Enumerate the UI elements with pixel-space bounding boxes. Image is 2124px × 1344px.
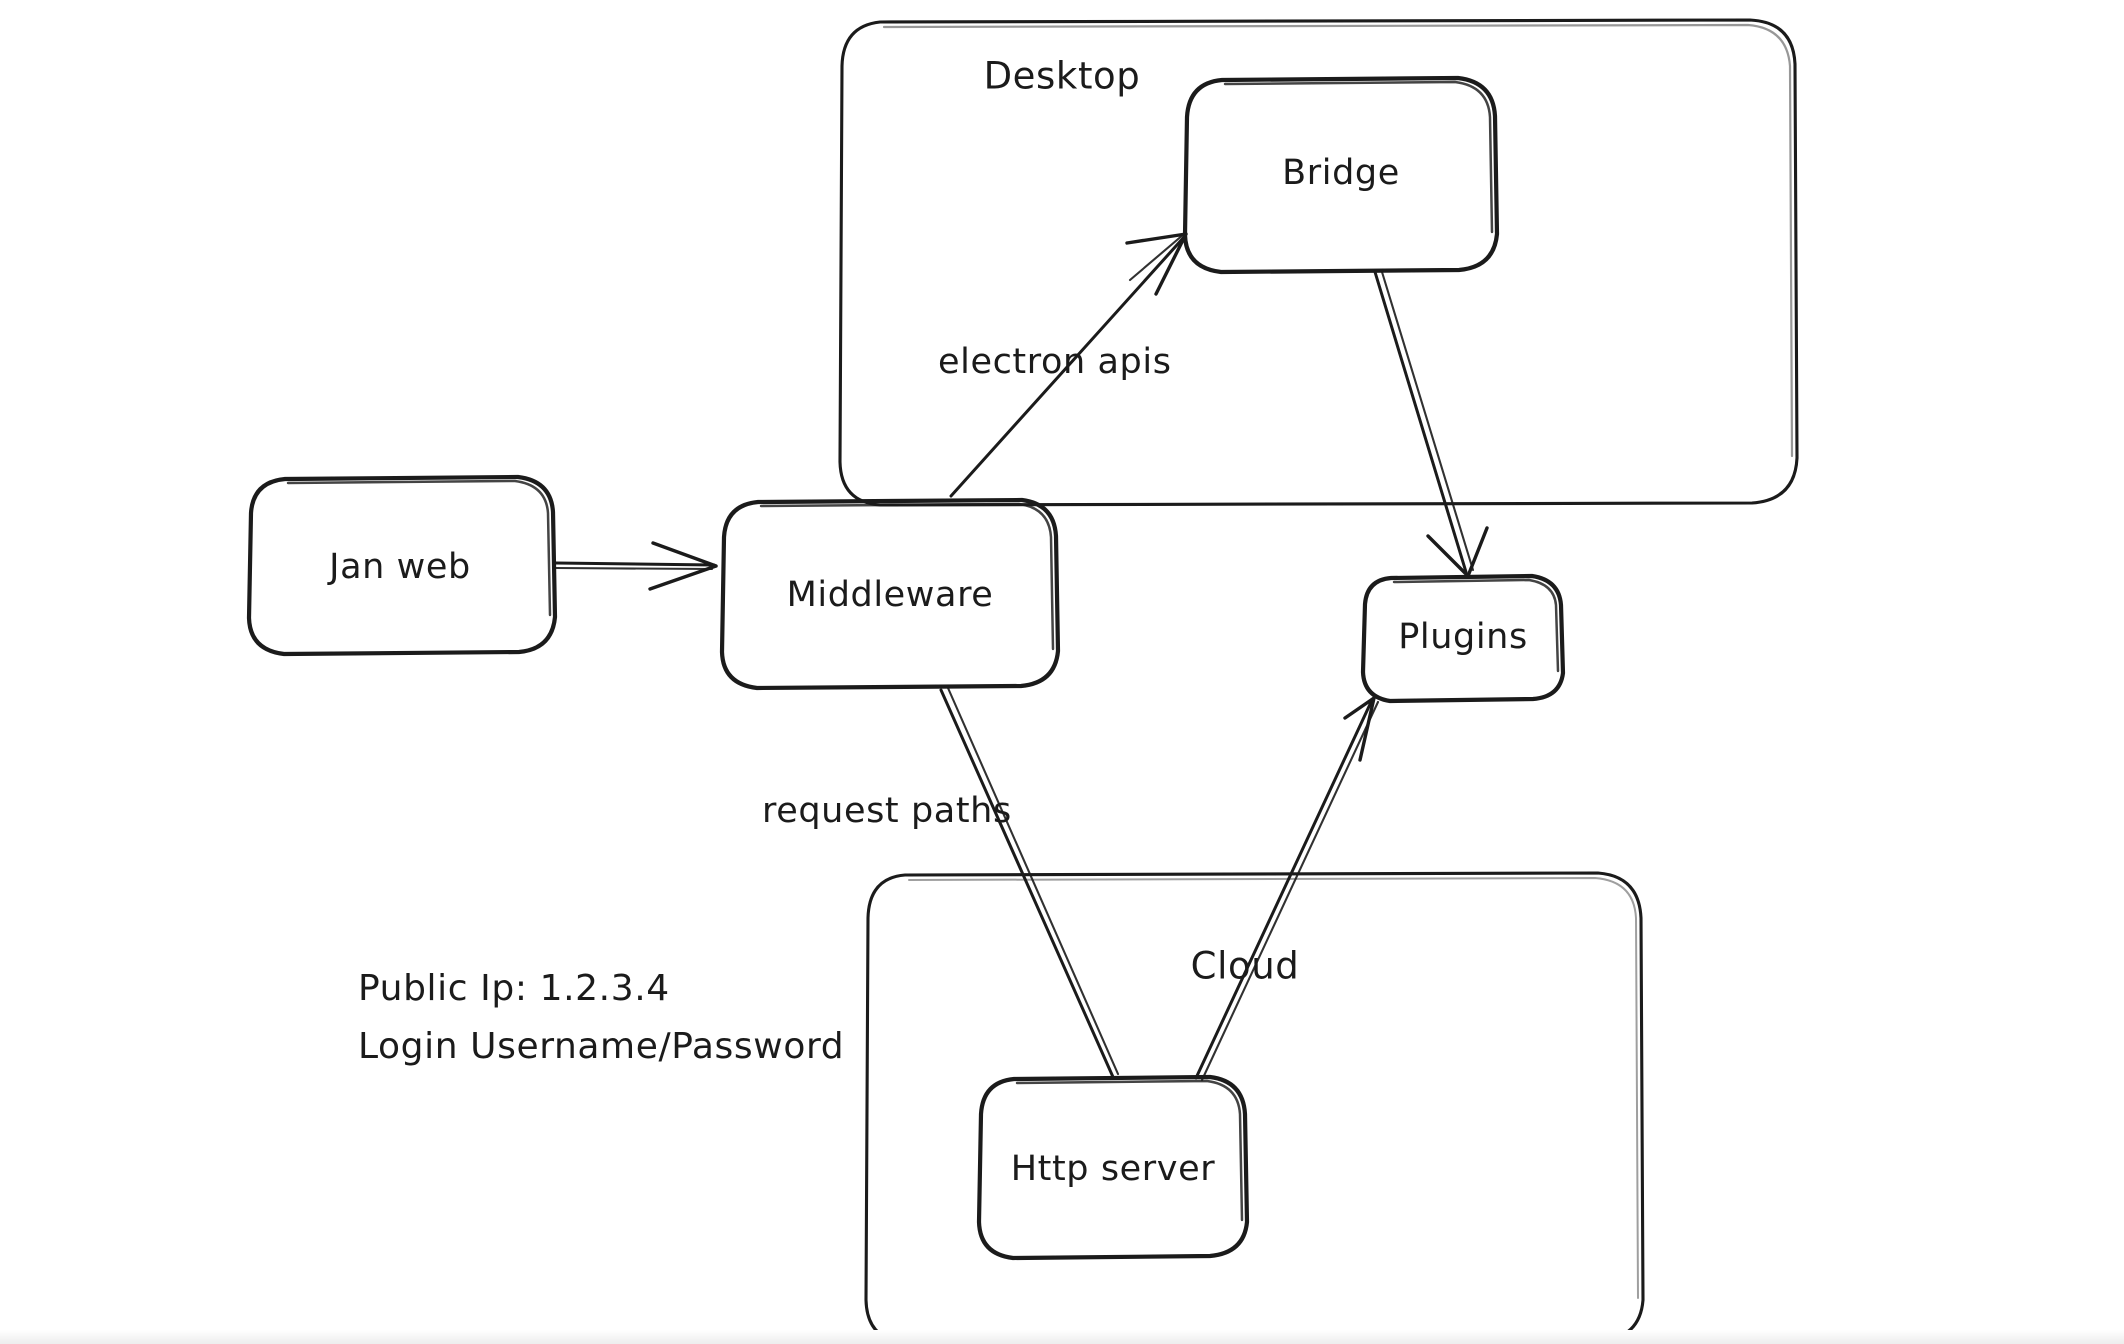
- edge-janweb-to-middleware[interactable]: [554, 541, 718, 591]
- node-bridge-label: Bridge: [1282, 153, 1400, 193]
- container-desktop-label: Desktop: [984, 55, 1141, 98]
- note-login-credentials: Login Username/Password: [358, 1026, 844, 1067]
- notes-block: Public Ip: 1.2.3.4 Login Username/Passwo…: [358, 968, 844, 1067]
- arrowhead-icon: [648, 541, 718, 591]
- node-middleware-label: Middleware: [787, 575, 994, 615]
- arrowhead-icon: [1125, 232, 1188, 296]
- node-jan-web-label: Jan web: [327, 547, 471, 587]
- edge-middleware-to-bridge[interactable]: electron apis: [938, 232, 1188, 498]
- container-desktop[interactable]: Desktop: [838, 18, 1799, 507]
- node-http-server[interactable]: Http server: [976, 1074, 1250, 1261]
- node-middleware[interactable]: Middleware: [719, 497, 1061, 691]
- node-jan-web[interactable]: Jan web: [246, 474, 558, 657]
- arrowhead-icon: [1426, 526, 1489, 578]
- arrowhead-icon: [1343, 696, 1376, 762]
- note-public-ip: Public Ip: 1.2.3.4: [358, 968, 670, 1009]
- edge-bridge-to-plugins[interactable]: [1373, 270, 1489, 578]
- node-plugins[interactable]: Plugins: [1360, 573, 1566, 704]
- container-cloud-label: Cloud: [1191, 945, 1300, 988]
- edge-middleware-to-http-server[interactable]: request paths: [762, 686, 1120, 1079]
- node-plugins-label: Plugins: [1398, 617, 1528, 657]
- node-bridge[interactable]: Bridge: [1182, 75, 1500, 275]
- edge-label-request-paths: request paths: [762, 791, 1012, 831]
- node-http-server-label: Http server: [1011, 1149, 1216, 1189]
- edge-http-server-to-plugins[interactable]: [1194, 696, 1380, 1082]
- bottom-edge-strip: [0, 1330, 2124, 1344]
- edge-label-electron-apis: electron apis: [938, 342, 1172, 382]
